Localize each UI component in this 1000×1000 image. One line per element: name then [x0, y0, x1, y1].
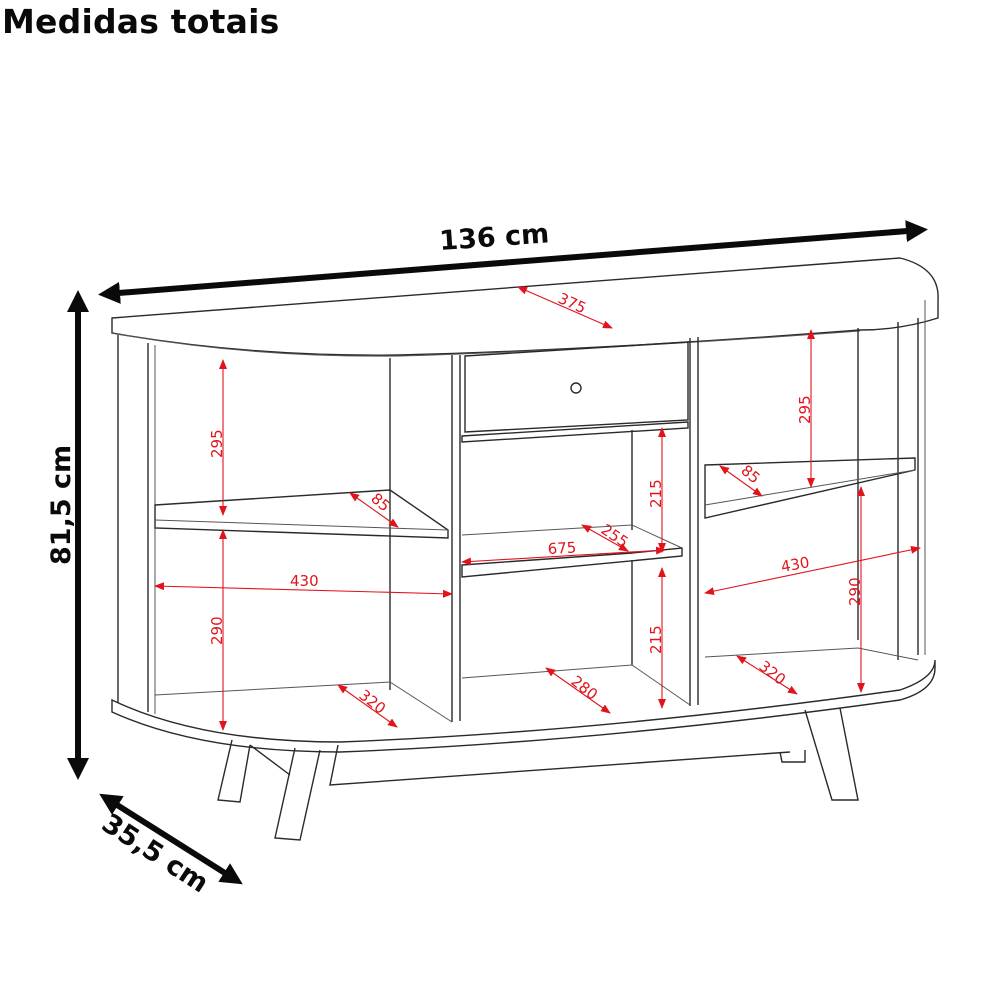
width-arrow — [98, 220, 928, 304]
dim-right-bottom-depth: 320 — [756, 657, 790, 689]
dim-center-lower-height: 215 — [647, 625, 665, 654]
sideboard-outline — [111, 257, 939, 841]
dim-center-width: 675 — [547, 539, 577, 558]
internal-dimensions: 375 295 85 430 290 320 215 675 255 215 2… — [154, 286, 921, 731]
overall-width-label: 136 cm — [438, 218, 550, 257]
dim-right-upper-height: 295 — [796, 395, 814, 424]
dim-top-depth: 375 — [555, 289, 588, 317]
depth-arrow — [99, 793, 243, 885]
dim-center-bottom-depth: 280 — [568, 672, 602, 704]
dim-center-upper-height: 215 — [647, 479, 665, 508]
dim-right-shelf-depth: 85 — [737, 461, 763, 487]
overall-height-label: 81,5 cm — [46, 445, 77, 565]
dim-left-width: 430 — [290, 572, 319, 590]
dim-right-width: 430 — [780, 553, 811, 576]
dim-right-lower-height: 290 — [846, 577, 864, 606]
dim-left-upper-height: 295 — [208, 429, 226, 458]
dim-left-lower-height: 290 — [208, 616, 226, 645]
page-title: Medidas totais — [2, 2, 280, 41]
dim-left-bottom-depth: 320 — [356, 686, 390, 718]
